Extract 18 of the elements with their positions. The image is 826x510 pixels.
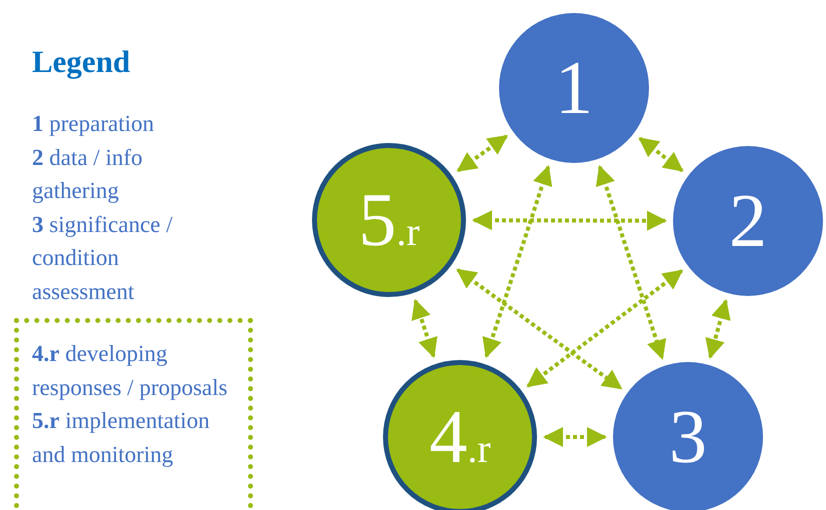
legend-entry: 1 preparation [32,110,155,138]
double-arrow [596,165,666,360]
double-arrow [412,298,438,358]
double-arrow [638,136,684,172]
legend-entry: 3 significance / condition assessment [32,210,174,306]
double-arrow [456,134,508,172]
double-arrow [526,269,684,388]
double-arrow [543,427,607,447]
legend-title: Legend [32,44,130,80]
double-arrow [472,210,667,231]
dotted-legend-box [14,318,253,510]
step-circle: 3 [613,362,763,510]
step-circle: 2 [673,146,823,296]
step-circle: 1 [499,13,649,163]
legend-entry: 5.r implementation and monitoring [32,407,211,469]
double-arrow [482,165,552,358]
double-arrow [456,268,622,390]
double-arrow [705,299,731,359]
